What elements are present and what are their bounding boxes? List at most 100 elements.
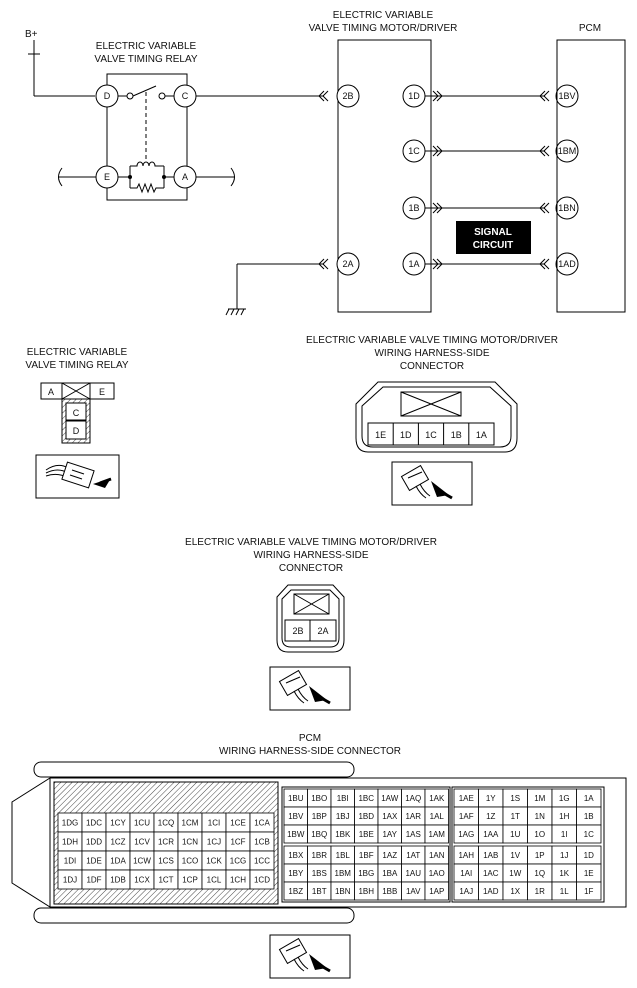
pcm-terminal-label: 1CB [254, 838, 270, 847]
pcm-box [556, 39, 626, 313]
motor-conn1-title-2: WIRING HARNESS-SIDE [374, 348, 489, 359]
pcm-terminal-label: 1AR [405, 812, 421, 821]
pcm-pin-label: 1BN [558, 203, 576, 213]
pcm-terminal-label: 1CK [206, 857, 222, 866]
motor-connector-1: ELECTRIC VARIABLE VALVE TIMING MOTOR/DRI… [306, 335, 558, 506]
pcm-terminal-label: 1AQ [405, 794, 421, 803]
motor-driver-box [337, 39, 432, 313]
pcm-terminal-label: 1DD [86, 838, 102, 847]
pcm-terminal-label: 1CJ [207, 838, 221, 847]
pcm-pin-label: 1BV [558, 91, 575, 101]
pcm-terminal-label: 1CG [230, 857, 246, 866]
pcm-terminal-label: 1BP [312, 812, 327, 821]
probe-icon [391, 461, 473, 506]
pcm-terminal-label: 1AF [459, 812, 474, 821]
pcm-terminal-label: 1BA [382, 869, 398, 878]
motor-conn1-title-3: CONNECTOR [400, 361, 464, 372]
pcm-terminal-label: 1CF [230, 838, 245, 847]
pcm-pin [555, 139, 579, 163]
relay-pin-d-label: D [104, 91, 111, 101]
pcm-terminal-label: 1BR [311, 851, 327, 860]
pcm-terminal-label: 1BJ [336, 812, 350, 821]
motor-conn2-title-3: CONNECTOR [279, 563, 343, 574]
pcm-terminal-label: 1D [584, 851, 594, 860]
pcm-terminal-label: 1AP [429, 887, 444, 896]
pcm-terminal-label: 1CZ [110, 838, 125, 847]
signal-circuit-line1: SIGNAL [474, 227, 512, 238]
schematic: B+ ELECTRIC VARIABLE VALVE TIMING RELAY … [25, 10, 626, 316]
pcm-terminal-label: 1CX [134, 876, 150, 885]
pcm-pin [555, 252, 579, 276]
pcm-title: PCM [579, 23, 601, 34]
pcm-terminal-label: 1AD [483, 887, 499, 896]
pcm-terminal-label: 1BZ [288, 887, 303, 896]
motor-conn1-pin: 1A [476, 430, 487, 440]
pcm-terminal-label: 1CL [207, 876, 222, 885]
pcm-terminal-label: 1AK [429, 794, 445, 803]
pcm-terminal-label: 1BC [358, 794, 374, 803]
pcm-terminal-label: 1DG [62, 819, 78, 828]
pcm-terminal-label: 1DA [110, 857, 126, 866]
pcm-terminal-label: 1AI [460, 869, 472, 878]
motor-pin-left-label: 2B [342, 91, 353, 101]
pcm-terminal-label: 1AL [430, 812, 445, 821]
relay-title-line2: VALVE TIMING RELAY [94, 54, 198, 65]
pcm-terminal-label: 1BE [359, 830, 374, 839]
motor-connector-2: ELECTRIC VARIABLE VALVE TIMING MOTOR/DRI… [185, 537, 437, 711]
probe-icon [35, 454, 120, 499]
pcm-terminal-label: 1AC [483, 869, 499, 878]
pcm-terminal-label: 1P [535, 851, 545, 860]
pcm-conn-title-2: WIRING HARNESS-SIDE CONNECTOR [219, 746, 401, 757]
pcm-terminal-cell [576, 824, 602, 844]
pcm-terminal-label: 1Q [534, 869, 545, 878]
pcm-terminal-label: 1DF [86, 876, 101, 885]
relay-conn-pin-e: E [99, 387, 105, 397]
motor-pin-right-label: 1B [408, 203, 419, 213]
relay-connector: ELECTRIC VARIABLE VALVE TIMING RELAY A E… [25, 347, 129, 499]
pcm-terminal-label: 1AB [483, 851, 498, 860]
pcm-terminal-label: 1E [584, 869, 594, 878]
pcm-terminal-label: 1BX [288, 851, 304, 860]
pcm-terminal-cell [576, 881, 602, 901]
relay-pin-a-label: A [182, 172, 188, 182]
motor-conn2-title-2: WIRING HARNESS-SIDE [253, 550, 368, 561]
pcm-terminal-label: 1AW [381, 794, 398, 803]
motor-pin-left-label: 2A [342, 259, 353, 269]
pcm-terminal-label: 1J [560, 851, 568, 860]
pcm-terminal-label: 1BS [312, 869, 327, 878]
pcm-terminal-label: 1AM [429, 830, 446, 839]
pcm-terminal-label: 1DI [64, 857, 76, 866]
pcm-terminal-label: 1BU [288, 794, 304, 803]
pcm-terminal-label: 1AG [458, 830, 474, 839]
relay-conn-pin-d: D [73, 426, 80, 436]
pcm-terminal-label: 1BO [311, 794, 327, 803]
pcm-terminal-label: 1M [534, 794, 545, 803]
pcm-pin [555, 196, 579, 220]
pcm-terminal-label: 1CN [182, 838, 198, 847]
pcm-terminal-label: 1Z [486, 812, 495, 821]
pcm-terminal-label: 1BF [359, 851, 374, 860]
pcm-terminal-label: 1BT [312, 887, 327, 896]
pcm-pin-label: 1BM [558, 146, 577, 156]
pcm-terminal-cell [424, 881, 449, 901]
pcm-terminal-label: 1DC [86, 819, 102, 828]
pcm-terminal-label: 1CW [133, 857, 151, 866]
motor-conn1-pin: 1B [451, 430, 462, 440]
pcm-terminal-label: 1S [510, 794, 520, 803]
pcm-terminal-label: 1K [559, 869, 569, 878]
signal-circuit-line2: CIRCUIT [473, 240, 514, 251]
motor-conn2-pin-2b: 2B [292, 626, 303, 636]
pcm-terminal-label: 1AN [429, 851, 445, 860]
pcm-terminal-label: 1BG [358, 869, 374, 878]
pcm-terminal-label: 1CR [158, 838, 174, 847]
pcm-terminal-label: 1BQ [311, 830, 327, 839]
pcm-terminal-cell [424, 824, 449, 844]
pcm-terminal-label: 1BK [335, 830, 351, 839]
motor-conn2-title-1: ELECTRIC VARIABLE VALVE TIMING MOTOR/DRI… [185, 537, 437, 548]
pcm-terminal-label: 1B [584, 812, 594, 821]
motor-conn1-pin: 1D [400, 430, 412, 440]
pcm-terminal-label: 1CO [182, 857, 198, 866]
pcm-terminal-label: 1C [584, 830, 594, 839]
relay-conn-pin-a: A [48, 387, 54, 397]
